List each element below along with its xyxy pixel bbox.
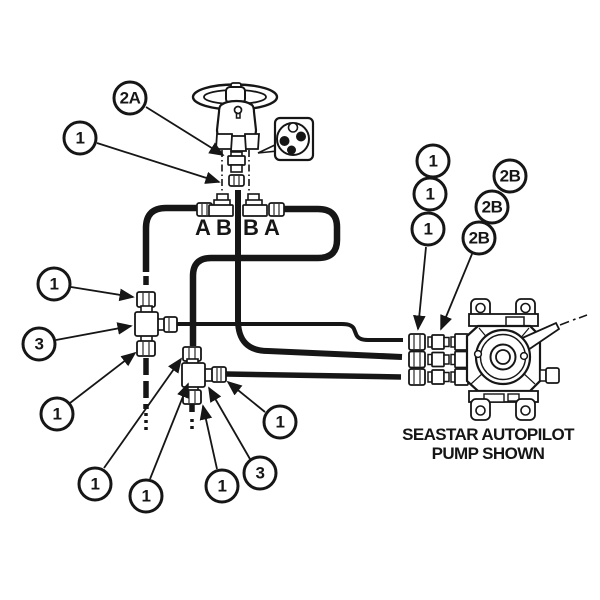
helm-port-nut-center	[230, 135, 247, 152]
port-a-nut-right-threads	[273, 204, 280, 215]
pump-bottom-detail-2	[507, 393, 520, 402]
pump-caption-line1: SEASTAR AUTOPILOT	[402, 425, 574, 444]
left-tee-body	[134, 311, 159, 337]
leader-left-tee-body	[55, 322, 133, 341]
port-label-a-right: A	[264, 215, 280, 240]
leader-lower-tee-body	[208, 386, 251, 460]
left-tee-top-nut	[136, 291, 156, 308]
port-label-a-left: A	[195, 215, 211, 240]
pump-inlet-fittings	[408, 333, 469, 386]
hydraulic-line-left-tee-to-pump	[176, 322, 403, 342]
callout-left-tee-body: 3	[21, 326, 57, 362]
pump-inlet-row-1	[408, 333, 469, 351]
left-tee-right-nut	[163, 316, 178, 333]
pump-bracket-top	[468, 313, 539, 327]
port-a-nut-left-threads	[201, 204, 208, 215]
lower-tee-bottom-nut-threads	[188, 391, 196, 403]
callout-lower-tee-body: 3	[242, 455, 278, 491]
helm-nut-threads	[233, 176, 240, 185]
callout-lower-tee-bottom-nut: 1	[204, 468, 240, 504]
callout-helm-nut: 1	[62, 120, 98, 156]
port-open-icon	[287, 122, 299, 133]
port-dot-bottom	[287, 145, 296, 155]
port-a-nut-right	[268, 202, 285, 217]
hydraulic-line-port-a-right	[189, 205, 341, 346]
pump-caption: SEASTAR AUTOPILOT PUMP SHOWN	[390, 425, 586, 463]
port-dot-right	[296, 131, 306, 142]
lower-tee-top-nut-threads	[188, 348, 196, 360]
left-tee-top-nut-threads	[142, 293, 150, 306]
callout-lower-tee-left: 1	[128, 478, 164, 514]
pump-face-bolt-left	[473, 349, 483, 359]
pump-right-port-nut	[545, 367, 560, 384]
pump-mount-hole-bottom-left	[475, 405, 486, 416]
callout-helm-fitting: 2A	[112, 80, 148, 116]
port-b-elbow-right-body	[242, 204, 268, 217]
lower-tee-right-nut-threads	[216, 368, 222, 381]
port-dot-left	[279, 136, 290, 146]
port-fittings-row	[196, 193, 285, 217]
leader-helm-nut	[96, 142, 221, 184]
leader-left-tee-top-nut	[70, 286, 135, 302]
dashed-centerlines	[143, 150, 250, 432]
leader-lower-tee-bottom-nut	[199, 404, 218, 470]
callout-lower-tee-right-nut: 1	[262, 404, 298, 440]
pump-mount-hole-top-right	[520, 302, 531, 314]
leader-arrows	[55, 106, 473, 480]
helm-keyway-slot	[235, 112, 241, 119]
hydraulic-lines	[142, 190, 403, 380]
port-label-b-right: B	[243, 215, 259, 240]
pump-inlet-row-2	[408, 350, 469, 369]
helm-ports-bubble	[257, 116, 315, 162]
pump-top-detail	[505, 316, 525, 327]
helm-keyway	[233, 105, 243, 115]
tee-fitting-lower	[181, 346, 227, 405]
leader-left-tee-bottom-nut	[69, 351, 137, 404]
pump-caption-line2: PUMP SHOWN	[431, 443, 545, 463]
pump-right-port-stub	[539, 369, 547, 382]
pump-face-bolt-right	[519, 351, 529, 361]
callout-pump-nut-1: 1	[415, 143, 451, 179]
port-label-b-left: B	[216, 215, 232, 240]
helm-nut	[228, 174, 245, 187]
helm-fitting-collar-bottom	[230, 164, 243, 173]
leader-lower-tee-top-nut	[103, 357, 183, 469]
left-tee-bottom-nut-threads	[142, 342, 150, 355]
callout-pump-fitting-3: 2B	[461, 220, 497, 256]
helm-fitting-2a	[227, 155, 246, 166]
lower-tee-body	[181, 362, 206, 388]
callout-pump-fitting-2: 2B	[474, 189, 510, 225]
pump-mount-hole-bottom-right	[520, 405, 531, 416]
autopilot-pump	[465, 298, 588, 421]
callout-pump-nut-2: 1	[412, 176, 448, 212]
leader-lower-tee-right-nut	[226, 380, 266, 413]
port-b-elbow-left-body	[208, 204, 234, 217]
leader-lower-tee-left	[149, 382, 189, 480]
callout-left-tee-bottom-nut: 1	[39, 396, 75, 432]
left-tee-bottom-nut	[136, 340, 156, 357]
pump-body-chamfers	[470, 327, 536, 385]
callout-pump-fitting-1: 2B	[492, 158, 528, 194]
hydraulic-line-port-a-left	[142, 204, 198, 272]
callout-lower-tee-top-nut: 1	[77, 466, 113, 502]
leader-pump-fitting	[440, 253, 473, 331]
hydraulic-line-center-to-pump	[235, 190, 403, 360]
hydraulic-line-lower-tee-to-pump	[225, 371, 402, 380]
helm-body	[215, 99, 258, 141]
callout-pump-nut-3: 1	[410, 211, 446, 247]
pump-inlet-row-3	[408, 368, 469, 386]
leader-helm-fitting	[145, 106, 225, 156]
leader-pump-nut	[413, 246, 427, 331]
callout-left-tee-top-nut: 1	[36, 266, 72, 302]
pump-cable-dashed	[559, 314, 588, 326]
pump-mount-hole-top-left	[475, 302, 486, 314]
lower-tee-right-nut	[211, 366, 227, 383]
helm-assembly	[191, 82, 279, 187]
pump-bottom-detail-1	[483, 393, 505, 403]
pump-shaft-bore	[495, 349, 511, 365]
tee-fitting-left	[134, 291, 178, 357]
